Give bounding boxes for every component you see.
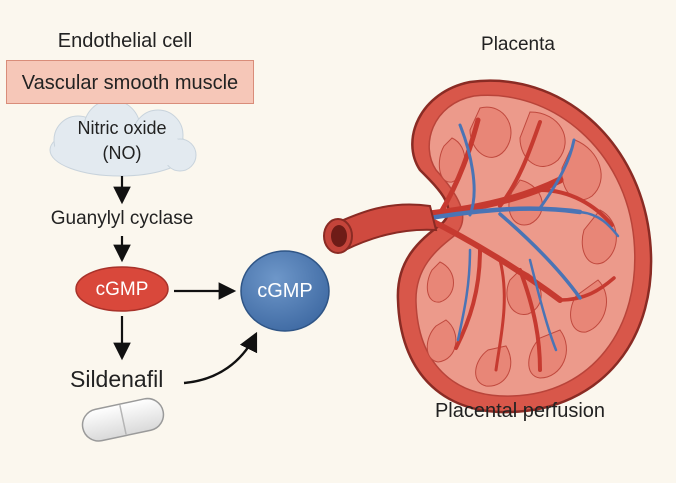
cgmp-left-ellipse bbox=[75, 266, 169, 312]
nitric-oxide-label: Nitric oxide bbox=[77, 118, 167, 138]
guanylyl-cyclase-label: Guanylyl cyclase bbox=[50, 208, 194, 229]
no-abbreviation-label: (NO) bbox=[102, 143, 142, 163]
placenta-illustration bbox=[323, 79, 653, 414]
endothelial-cell-label: Endothelial cell bbox=[57, 30, 193, 52]
placenta-label: Placenta bbox=[481, 34, 555, 55]
nitric-oxide-cloud bbox=[49, 99, 197, 177]
arrow-sildenafil-to-cgmp bbox=[183, 331, 258, 385]
cgmp-left-label: cGMP bbox=[95, 279, 149, 300]
vascular-smooth-muscle-label: Vascular smooth muscle bbox=[21, 72, 239, 94]
cgmp-center-circle bbox=[240, 250, 330, 332]
sildenafil-label: Sildenafil bbox=[70, 366, 164, 392]
sildenafil-pill-icon bbox=[81, 397, 165, 442]
placental-perfusion-label: Placental perfusion bbox=[434, 400, 606, 422]
cgmp-center-label: cGMP bbox=[257, 280, 313, 302]
smooth-muscle-band bbox=[6, 60, 254, 104]
